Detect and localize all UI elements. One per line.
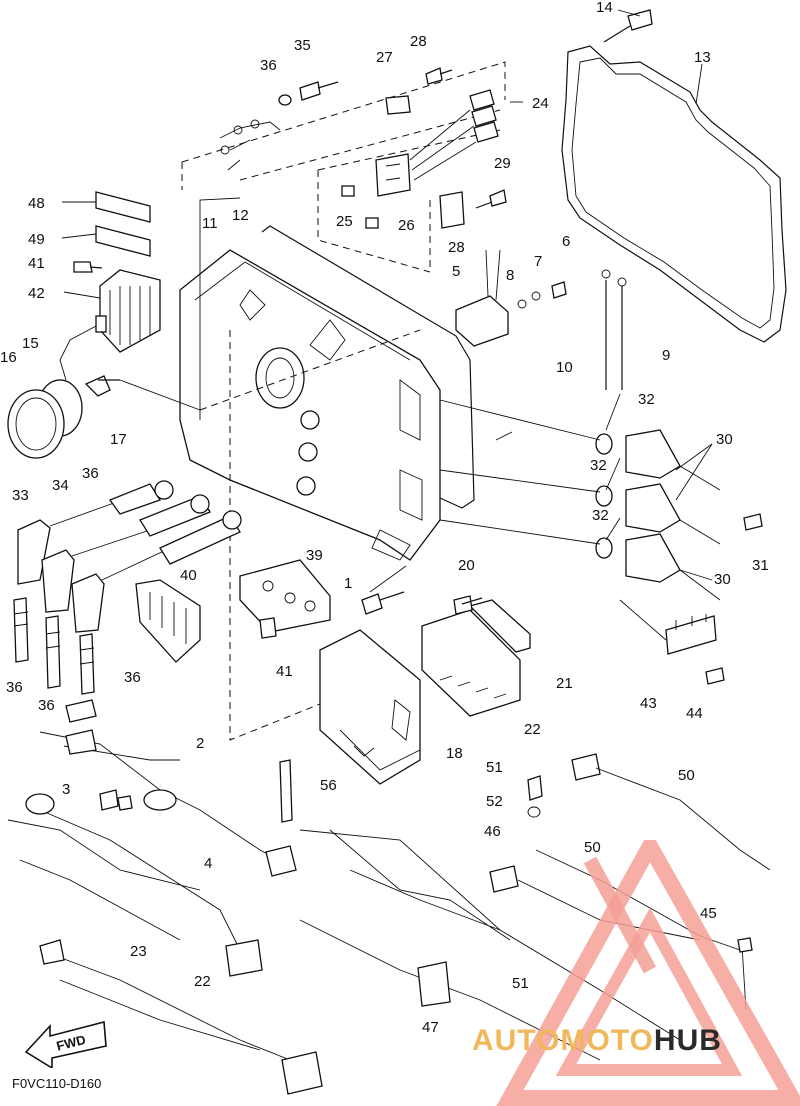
cdi-unit-18: [319, 629, 421, 785]
forward-arrow-icon: FWD: [24, 1020, 107, 1068]
callout-label: 3: [62, 781, 70, 798]
spark-plugs-36: [13, 597, 95, 695]
pulley-15-16: [7, 375, 201, 459]
bracket-45: [619, 599, 725, 685]
callout-label: 47: [422, 1019, 439, 1036]
cover-outline-12: [261, 225, 475, 509]
bracket-20-21: [421, 595, 531, 717]
figure-code: F0VC110-D160: [12, 1076, 102, 1091]
callout-label: 33: [12, 487, 29, 504]
callout-label: 6: [562, 233, 570, 250]
callout-label: 36: [124, 669, 141, 686]
callout-label: 10: [556, 359, 573, 376]
callout-label: 36: [260, 57, 277, 74]
callout-label: 27: [376, 49, 393, 66]
callout-label: 16: [0, 349, 17, 366]
callout-label: 36: [82, 465, 99, 482]
watermark-text: AUTOMOTOHUB: [472, 1024, 722, 1058]
ignition-coils-30: [439, 399, 763, 601]
callout-label: 5: [452, 263, 460, 280]
callout-label: 20: [458, 557, 475, 574]
callout-label: 22: [524, 721, 541, 738]
callout-label: 32: [592, 507, 609, 524]
callout-label: 35: [294, 37, 311, 54]
callout-label: 41: [276, 663, 293, 680]
watermark-text-part1: AUTOMOTO: [472, 1024, 654, 1057]
callout-labels: 14 13 35 28 36 27 24 29 48 25 26 11 12 4…: [0, 0, 769, 1036]
callout-label: 36: [6, 679, 23, 696]
gasket-13: [561, 45, 787, 343]
watermark-text-part2: HUB: [653, 1024, 722, 1057]
callout-label: 49: [28, 231, 45, 248]
callout-label: 2: [196, 735, 204, 752]
callout-label: 51: [486, 759, 503, 776]
callout-label: 50: [678, 767, 695, 784]
callout-label: 23: [130, 943, 147, 960]
callout-label: 22: [194, 973, 211, 990]
callout-label: 12: [232, 207, 249, 224]
callout-label: 24: [532, 95, 549, 112]
relay-5: [455, 249, 627, 390]
callout-label: 9: [662, 347, 670, 364]
plug-caps-33-35: [17, 480, 242, 633]
callout-label: 32: [590, 457, 607, 474]
callout-label: 52: [486, 793, 503, 810]
callout-label: 31: [752, 557, 769, 574]
callout-label: 28: [410, 33, 427, 50]
callout-label: 17: [110, 431, 127, 448]
callout-label: 30: [714, 571, 731, 588]
holders-37-39: [135, 559, 331, 663]
decals-and-rectifier: [59, 191, 161, 381]
callout-label: 7: [534, 253, 542, 270]
electrical-box-11: [179, 249, 441, 561]
callout-label: 18: [446, 745, 463, 762]
bolts-top: [219, 67, 453, 171]
callout-label: 14: [596, 0, 613, 16]
callout-label: 34: [52, 477, 69, 494]
callout-label: 39: [306, 547, 323, 564]
callout-label: 43: [640, 695, 657, 712]
callout-label: 42: [28, 285, 45, 302]
callout-label: 30: [716, 431, 733, 448]
callout-label: 32: [638, 391, 655, 408]
fwd-label: FWD: [55, 1032, 87, 1054]
callout-label: 26: [398, 217, 415, 234]
callout-label: 11: [202, 215, 218, 232]
callout-label: 45: [700, 905, 717, 922]
callout-label: 4: [204, 855, 212, 872]
callout-label: 15: [22, 335, 39, 352]
callout-label: 29: [494, 155, 511, 172]
callout-label: 46: [484, 823, 501, 840]
callout-label: 1: [344, 575, 352, 592]
watermark-logo: [496, 840, 800, 1106]
bolt-1: [361, 591, 405, 615]
callout-label: 13: [694, 49, 711, 66]
callout-label: 51: [512, 975, 529, 992]
reference-lines: [181, 61, 506, 741]
callout-label: 44: [686, 705, 703, 722]
callout-label: 56: [320, 777, 337, 794]
callout-label: 21: [556, 675, 573, 692]
terminal-bundle-24: [341, 89, 507, 229]
callout-label: 36: [38, 697, 55, 714]
callout-label: 25: [336, 213, 353, 230]
callout-label: 28: [448, 239, 465, 256]
wiring-harnesses: [7, 699, 771, 1095]
callout-label: 50: [584, 839, 601, 856]
callout-label: 41: [28, 255, 45, 272]
callout-label: 40: [180, 567, 197, 584]
leader-lines: [61, 9, 713, 593]
screw-14: [603, 9, 653, 43]
callout-label: 8: [506, 267, 514, 284]
callout-label: 48: [28, 195, 45, 212]
